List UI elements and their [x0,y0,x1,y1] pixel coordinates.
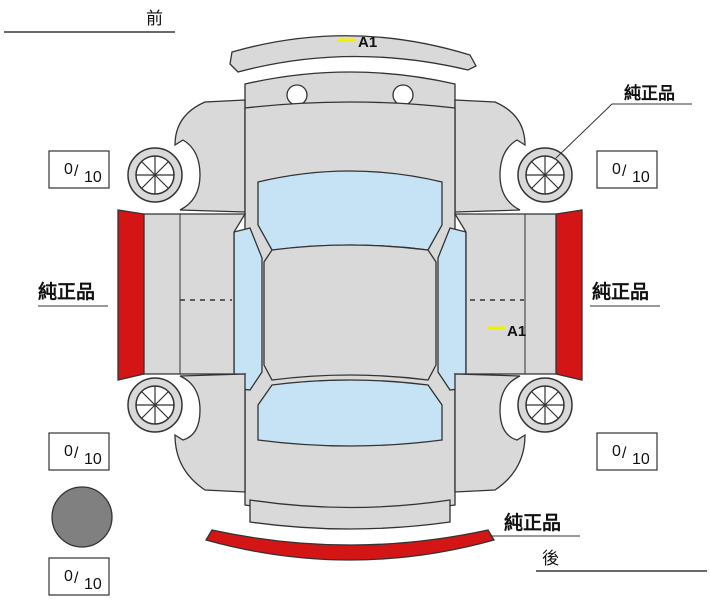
rear-label-group: 後 [536,549,707,572]
left-doors[interactable] [139,213,247,390]
genuine-label-rear: 純正品 [490,511,580,537]
wheel-front-right[interactable] [517,147,573,203]
genuine-label-text: 純正品 [504,511,561,534]
wheel-rear-left[interactable] [127,377,183,433]
wheel-rear-right[interactable] [517,377,573,433]
windshield[interactable] [257,170,443,251]
svg-text:/: / [74,445,79,462]
genuine-label-right-side: 純正品 [590,280,660,307]
svg-text:10: 10 [632,169,650,186]
svg-text:0: 0 [64,568,73,585]
front-label-group: 前 [4,9,175,33]
front-bumper[interactable] [229,35,477,73]
svg-text:0: 0 [64,443,73,460]
right-doors[interactable] [453,213,561,390]
svg-text:0: 0 [612,443,621,460]
tire-score-front-left[interactable]: 0 / 10 [48,150,110,189]
svg-text:0: 0 [64,161,73,178]
genuine-label-right-front: 純正品 [555,83,692,159]
genuine-label-left-side: 純正品 [38,280,108,307]
rear-bumper-replaced[interactable] [205,529,495,561]
svg-text:0: 0 [612,161,621,178]
damage-code-front: A1 [358,34,377,51]
rear-label: 後 [542,549,559,569]
headlight-right [392,84,414,106]
genuine-label-text: 純正品 [624,83,675,104]
rear-right-fender[interactable] [454,373,526,493]
svg-text:10: 10 [632,451,650,468]
svg-text:10: 10 [84,169,102,186]
tire-score-rear-left[interactable]: 0 / 10 [48,432,110,471]
svg-text:/: / [622,445,627,462]
rear-left-fender[interactable] [174,373,246,493]
rear-window[interactable] [257,379,443,447]
left-sill-replaced[interactable] [117,209,145,381]
damage-code-right-side: A1 [507,323,526,340]
svg-text:/: / [622,163,627,180]
tire-score-rear-right[interactable]: 0 / 10 [596,432,658,471]
front-right-fender[interactable] [454,99,526,213]
tire-score-spare[interactable]: 0 / 10 [48,557,110,596]
spare-tire-disc[interactable] [51,486,113,548]
headlight-left [286,84,308,106]
svg-text:10: 10 [84,451,102,468]
right-sill-replaced[interactable] [555,209,583,381]
right-side-window[interactable] [437,227,467,391]
genuine-label-text: 純正品 [38,280,95,303]
wheel-front-left[interactable] [127,147,183,203]
left-side-window[interactable] [233,227,263,391]
tire-score-front-right[interactable]: 0 / 10 [596,150,658,189]
front-label: 前 [146,9,163,29]
roof[interactable] [263,244,437,381]
svg-text:/: / [74,163,79,180]
svg-text:/: / [74,570,79,587]
trunk[interactable] [249,499,451,530]
front-left-fender[interactable] [174,99,246,213]
svg-text:10: 10 [84,576,102,593]
genuine-label-text: 純正品 [592,280,649,303]
